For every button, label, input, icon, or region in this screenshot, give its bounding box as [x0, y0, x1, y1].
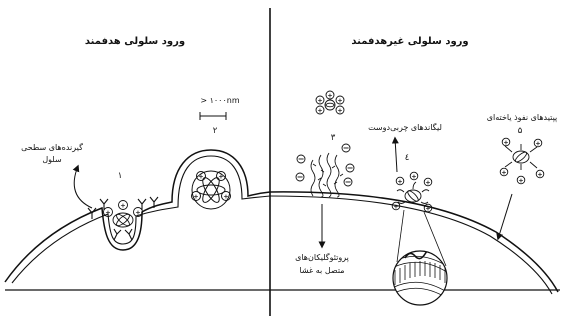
svg-text:+: + — [503, 139, 508, 147]
arrow-cpp — [498, 194, 512, 239]
svg-text:+: + — [337, 107, 342, 115]
size-label: > ۱۰۰۰nm — [200, 96, 240, 105]
svg-text:+: + — [425, 179, 430, 187]
label-surface-receptors-line1: گیرنده‌های سطحی — [21, 142, 83, 152]
svg-text:−: − — [343, 144, 350, 153]
svg-text:+: + — [105, 209, 110, 217]
svg-text:+: + — [393, 203, 398, 211]
membrane-zoom-circle — [392, 250, 450, 305]
arrow-lipophilic-ligands — [395, 138, 397, 172]
plus-marks-cpp: + + + + + — [501, 139, 542, 185]
label-proteoglycans-line1: پروتئوگلیکان‌های — [295, 252, 349, 262]
step-3: ۳ — [331, 133, 336, 143]
svg-text:+: + — [327, 92, 332, 100]
label-proteoglycans-line2: متصل به غشا — [299, 266, 344, 275]
plus-marks-pit: + + + — [105, 202, 140, 217]
svg-text:+: + — [337, 97, 342, 105]
proteoglycan-chains — [311, 153, 343, 197]
minus-marks: − − − − − — [297, 144, 354, 187]
label-surface-receptors-line2: سلول — [42, 155, 62, 164]
svg-text:−: − — [347, 164, 354, 173]
label-cell-penetrating-peptides: پپتیدهای نفوذ یاخته‌ای — [487, 113, 557, 122]
svg-text:+: + — [518, 177, 523, 185]
svg-text:+: + — [535, 140, 540, 148]
title-targeted-entry: ورود سلولی هدفمند — [85, 36, 185, 47]
arrow-surface-receptors — [74, 166, 92, 208]
svg-text:+: + — [223, 193, 228, 201]
step-4: ٤ — [405, 153, 410, 163]
cell-membrane-left-inner — [12, 156, 270, 283]
svg-text:+: + — [425, 205, 430, 213]
svg-text:−: − — [298, 155, 305, 164]
svg-text:−: − — [297, 173, 304, 182]
step-5: ۵ — [518, 126, 523, 136]
title-untargeted-entry: ورود سلولی غیرهدفمند — [351, 36, 468, 47]
svg-text:+: + — [397, 178, 402, 186]
svg-text:+: + — [411, 173, 416, 181]
svg-text:−: − — [345, 178, 352, 187]
svg-text:+: + — [193, 193, 198, 201]
plus-marks-vesicle: + + + + — [193, 173, 228, 201]
step-2: ۲ — [213, 126, 218, 136]
svg-text:+: + — [120, 202, 125, 210]
svg-text:+: + — [198, 173, 203, 181]
size-bar — [200, 112, 226, 120]
svg-text:+: + — [317, 97, 322, 105]
svg-text:+: + — [501, 169, 506, 177]
svg-text:+: + — [317, 107, 322, 115]
svg-text:+: + — [135, 209, 140, 217]
step-1: ۱ — [118, 171, 123, 181]
svg-text:+: + — [537, 171, 542, 179]
svg-text:+: + — [218, 173, 223, 181]
label-lipophilic-ligands: لیگاندهای چربی‌دوست — [368, 122, 442, 132]
